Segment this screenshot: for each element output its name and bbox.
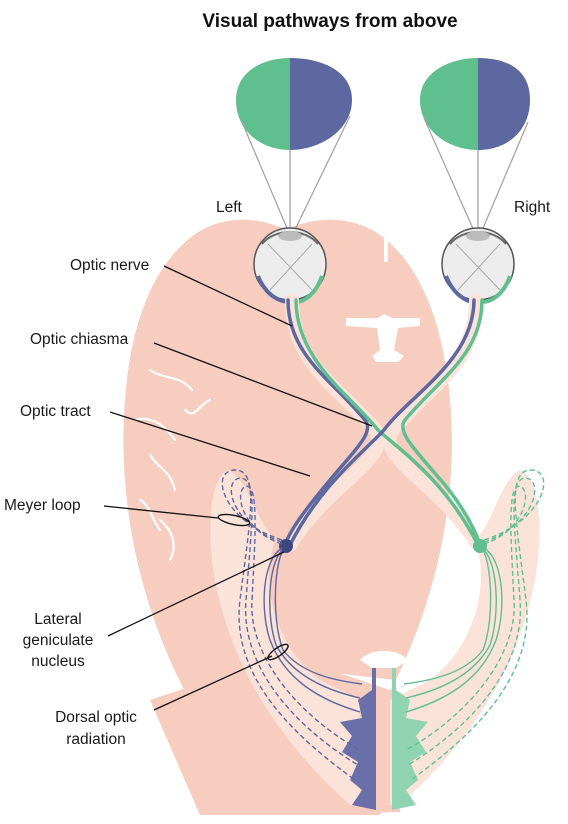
left-optic-nerve-blue [283,298,370,547]
right-eye [441,227,515,304]
left-optic-nerve-green [294,298,480,547]
optic-tract-leader [109,411,311,477]
label-meyer-loop: Meyer loop [4,497,81,514]
label-optic-tract: Optic tract [20,403,91,420]
left-eye [253,227,327,304]
left-visual-field [236,58,352,150]
label-lgn-line2: geniculate [23,632,94,649]
label-optic-nerve: Optic nerve [70,257,149,274]
lgn-leader [107,551,285,637]
label-optic-chiasma: Optic chiasma [30,331,129,348]
meyer-loop-marker [217,513,251,527]
label-lgn-line1: Lateral [34,611,81,628]
left-lgn [279,539,293,553]
meyer-loop-leader [103,505,219,519]
brain [123,219,558,815]
midline-structure [346,314,420,362]
right-optic-nerve-green [401,298,484,547]
optic-chiasma-leader [153,342,373,427]
optic-pathways [283,293,485,552]
label-radiation-line1: Dorsal optic [55,709,137,726]
label-lgn-line3: nucleus [31,653,85,670]
left-optic-radiation [221,469,363,781]
right-visual-cortex [392,668,428,810]
right-lgn [473,539,487,553]
left-side-label: Left [216,199,243,216]
radiation-leader [153,655,273,711]
occipital-notch [360,651,408,668]
left-sulci [133,368,212,562]
left-view-cone [241,115,351,241]
brain-center [150,228,420,815]
right-view-cone [423,117,529,241]
dorsal-radiation-marker [267,643,289,661]
left-radiation-zone [210,470,360,805]
leader-lines [103,265,373,711]
label-radiation-line2: radiation [66,731,125,748]
left-visual-cortex [340,668,376,810]
right-optic-radiation [403,469,545,781]
diagram-title: Visual pathways from above [202,11,457,32]
right-visual-field [420,58,530,150]
right-side-label: Right [514,199,551,216]
right-optic-nerve-blue [288,298,476,547]
right-sulci [543,368,558,402]
optic-nerve-leader [163,265,293,327]
right-radiation-zone [390,470,540,805]
